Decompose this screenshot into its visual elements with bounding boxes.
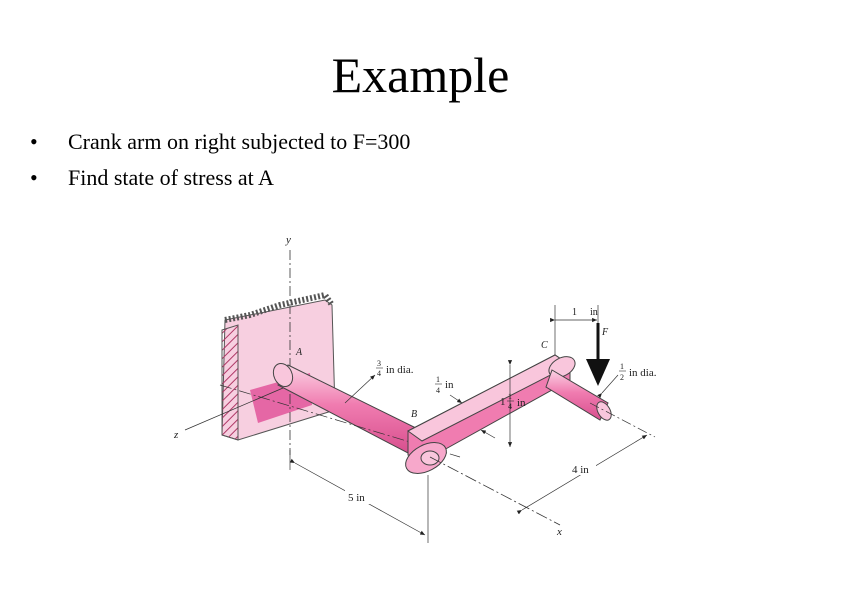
svg-text:2: 2	[620, 373, 624, 382]
svg-text:3: 3	[377, 359, 381, 368]
arm-length-dimension: 4 in	[516, 434, 648, 515]
pin	[545, 369, 656, 438]
svg-text:4: 4	[377, 369, 381, 378]
bullet-marker: •	[30, 129, 38, 154]
point-a-label: A	[295, 347, 303, 358]
bullet-marker: •	[30, 165, 38, 190]
y-axis-label: y	[285, 234, 291, 246]
bullet-text: Find state of stress at A	[68, 165, 274, 190]
bullet-item: • Crank arm on right subjected to F=300	[30, 124, 410, 160]
crank-arm	[405, 354, 576, 474]
svg-text:1: 1	[620, 362, 624, 371]
slide-title: Example	[331, 47, 510, 103]
shaft-length-dimension: 5 in	[289, 450, 429, 543]
svg-text:4: 4	[436, 386, 440, 395]
svg-text:in: in	[445, 379, 454, 391]
bullet-item: • Find state of stress at A	[30, 160, 410, 196]
shaft-diameter-label: 3 4 in dia.	[344, 359, 414, 404]
offset-value: 1	[572, 307, 577, 318]
svg-text:4: 4	[508, 402, 512, 411]
svg-text:1: 1	[508, 392, 512, 401]
bullet-list: • Crank arm on right subjected to F=300 …	[30, 124, 410, 196]
svg-text:in dia.: in dia.	[386, 364, 414, 376]
arm-thickness-label: 1 4 in	[435, 375, 496, 439]
x-axis-label: x	[556, 526, 562, 538]
svg-text:1: 1	[436, 375, 440, 384]
svg-text:4 in: 4 in	[572, 464, 589, 476]
z-axis-label: z	[173, 429, 179, 441]
force-label: F	[601, 327, 609, 338]
offset-unit: in	[590, 307, 598, 318]
svg-text:5 in: 5 in	[348, 492, 365, 504]
force-arrow: F	[586, 323, 610, 386]
crank-figure: y z x F 1 in A B C 3 4 in	[173, 234, 657, 543]
z-axis-line	[184, 384, 291, 431]
pin-diameter-label: 1 2 in dia.	[597, 362, 657, 399]
svg-text:1: 1	[500, 396, 506, 408]
point-b-label: B	[411, 409, 417, 420]
svg-text:in: in	[517, 397, 526, 409]
bullet-text: Crank arm on right subjected to F=300	[68, 129, 411, 154]
svg-text:in dia.: in dia.	[629, 367, 657, 379]
arm-width-label: 1 1 4 in	[500, 360, 526, 447]
point-c-label: C	[541, 340, 548, 351]
